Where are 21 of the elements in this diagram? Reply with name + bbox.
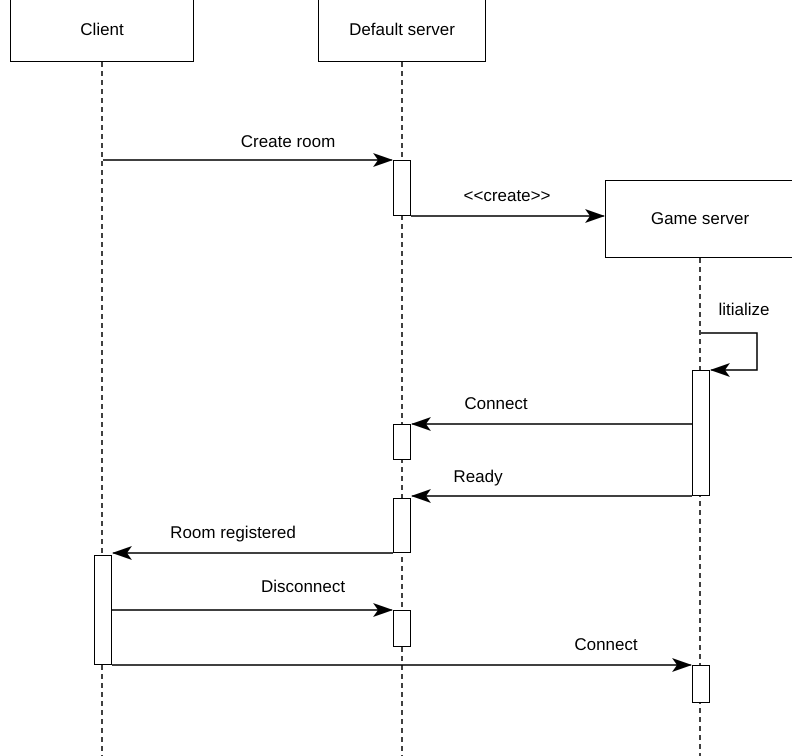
- message-arrow: [411, 209, 605, 223]
- message-arrow: [411, 489, 692, 503]
- activation-bar: [393, 160, 411, 216]
- message-arrow: [112, 658, 692, 672]
- participant-name: Default server: [349, 20, 455, 40]
- message-arrow: [112, 603, 393, 617]
- participant-box: [318, 0, 486, 62]
- message-arrow: [411, 417, 692, 431]
- message-arrow: [103, 153, 393, 167]
- activation-bar: [393, 424, 411, 460]
- activation-bar: [692, 665, 710, 703]
- participant-name: Client: [80, 20, 124, 40]
- participant-box: [10, 0, 194, 62]
- message-arrow: [112, 546, 393, 560]
- activation-bar: [692, 370, 710, 496]
- message-arrow: [701, 332, 758, 377]
- participant-name: Game server: [650, 209, 750, 229]
- activation-bar: [393, 498, 411, 553]
- activation-bar: [393, 610, 411, 647]
- participant-box: [605, 180, 792, 258]
- activation-bar: [94, 555, 112, 665]
